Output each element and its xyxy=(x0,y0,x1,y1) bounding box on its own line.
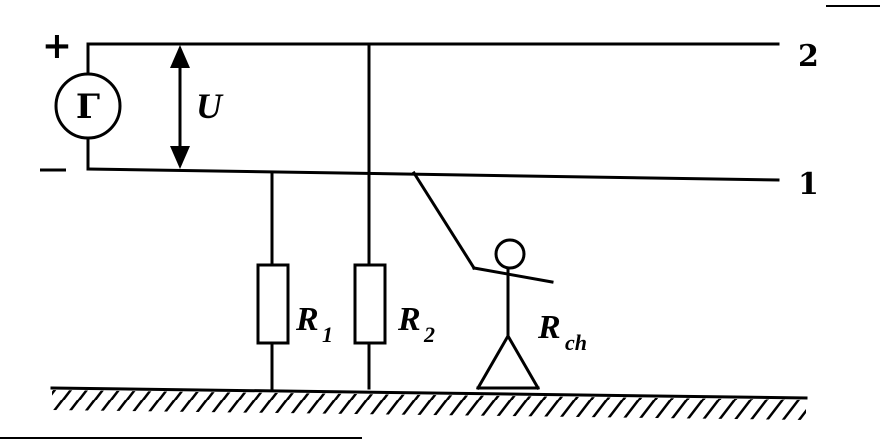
generator-symbol: Γ xyxy=(76,87,100,127)
wire-2-label: 2 xyxy=(798,39,819,74)
person-arm xyxy=(472,266,554,284)
r2-subscript: 2 xyxy=(423,322,435,347)
r1-label: R xyxy=(295,301,319,338)
r2-label: R xyxy=(397,301,421,338)
plus-sign: + xyxy=(42,25,72,67)
wire-1-label: 1 xyxy=(798,167,819,202)
wire-1 xyxy=(86,167,780,182)
resistor-r2 xyxy=(353,263,387,345)
r1-subscript: 1 xyxy=(322,322,333,347)
person-legs xyxy=(475,332,541,391)
rch-label: R xyxy=(537,309,561,346)
voltage-label: U xyxy=(196,86,224,126)
ground-hatching xyxy=(52,390,806,420)
rch-subscript: ch xyxy=(565,330,587,355)
generator-circle xyxy=(54,72,122,140)
voltage-arrowhead-up xyxy=(170,45,190,68)
voltage-arrowhead-down xyxy=(170,146,190,169)
resistor-r1 xyxy=(256,263,290,345)
ground-line xyxy=(50,386,808,400)
person-head xyxy=(494,238,526,270)
person-touch-line xyxy=(411,170,477,271)
